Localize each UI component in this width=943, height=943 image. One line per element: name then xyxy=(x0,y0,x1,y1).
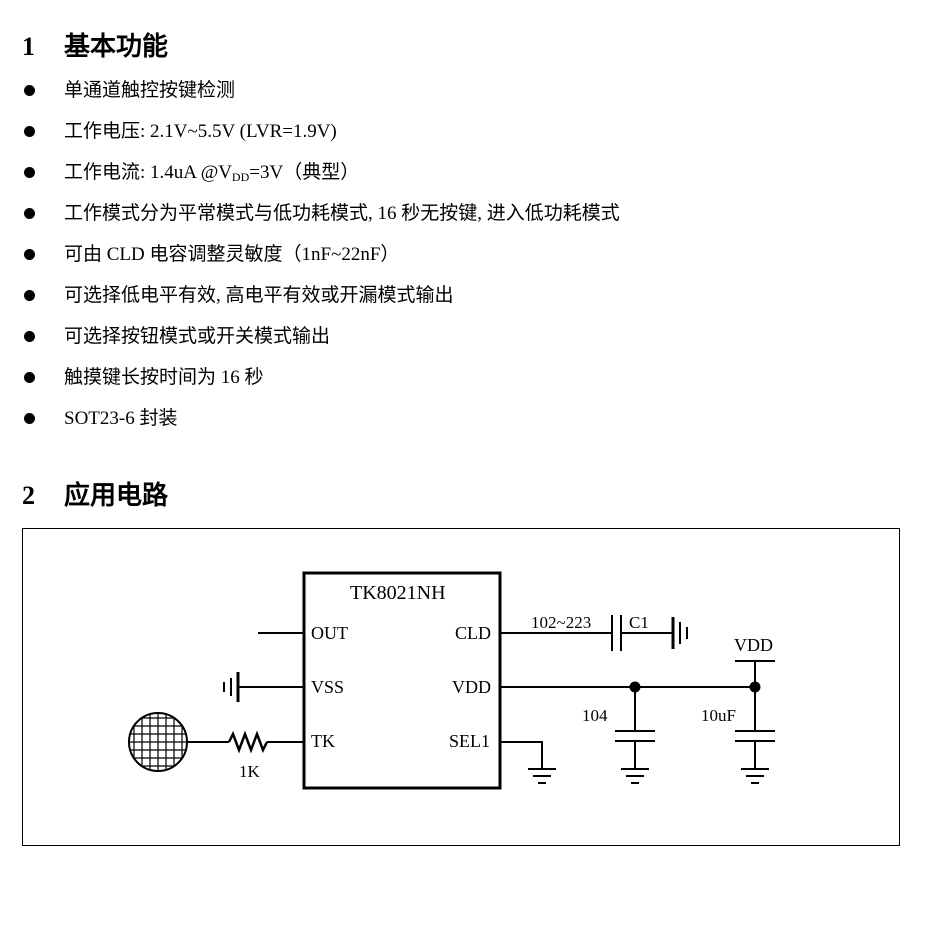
vdd-label: VDD xyxy=(734,635,773,655)
pin-sel1-label: SEL1 xyxy=(449,731,490,751)
section-1-number: 1 xyxy=(22,32,35,61)
ic-name: TK8021NH xyxy=(350,582,446,604)
cld-cap-range-label: 102~223 xyxy=(531,613,591,632)
pin-cld-label: CLD xyxy=(455,623,491,643)
bullet-icon xyxy=(24,85,35,96)
resistor-label: 1K xyxy=(239,762,261,781)
feature-item: 工作模式分为平常模式与低功耗模式, 16 秒无按键, 进入低功耗模式 xyxy=(0,199,900,229)
cap-104-ground-icon xyxy=(621,768,649,784)
feature-text: 可选择按钮模式或开关模式输出 xyxy=(64,326,331,347)
feature-item: 工作电压: 2.1V~5.5V (LVR=1.9V) xyxy=(0,117,900,147)
bullet-icon xyxy=(24,126,35,137)
section-2-number: 2 xyxy=(22,481,35,510)
cap-10uf-icon xyxy=(735,730,775,742)
cap-10uf-ground-icon xyxy=(741,768,769,784)
pin-out-label: OUT xyxy=(311,623,348,643)
feature-item: SOT23-6 封装 xyxy=(0,404,900,434)
feature-text-sub: DD xyxy=(231,170,250,184)
section-2-title: 应用电路 xyxy=(64,481,169,511)
pin-vdd-label: VDD xyxy=(452,677,491,697)
sel1-wire xyxy=(500,741,543,769)
c1-ground-icon xyxy=(671,617,688,649)
feature-item: 单通道触控按键检测 xyxy=(0,76,900,106)
cap-104-icon xyxy=(615,730,655,742)
sel1-ground-icon xyxy=(528,768,556,784)
c1-label: C1 xyxy=(629,613,649,632)
feature-text: 工作模式分为平常模式与低功耗模式, 16 秒无按键, 进入低功耗模式 xyxy=(64,203,620,224)
section-1-heading: 1 基本功能 xyxy=(22,26,168,63)
bullet-icon xyxy=(24,372,35,383)
feature-text: 可选择低电平有效, 高电平有效或开漏模式输出 xyxy=(64,285,454,306)
bullet-icon xyxy=(24,249,35,260)
application-circuit: TK8021NH OUT VSS TK CLD VDD SEL1 xyxy=(22,528,900,846)
ic-body xyxy=(302,571,502,790)
feature-text: 工作电流: 1.4uA @VDD=3V（典型） xyxy=(64,158,359,192)
section-2-heading: 2 应用电路 xyxy=(22,475,168,512)
cld-capacitor-icon xyxy=(611,615,622,651)
feature-item: 可选择低电平有效, 高电平有效或开漏模式输出 xyxy=(0,281,900,311)
pin-vss-label: VSS xyxy=(311,677,344,697)
feature-text: SOT23-6 封装 xyxy=(64,408,178,429)
feature-item: 可选择按钮模式或开关模式输出 xyxy=(0,322,900,352)
touch-pad-icon xyxy=(128,712,188,772)
pin-tk-label: TK xyxy=(311,731,335,751)
bullet-icon xyxy=(24,167,35,178)
bullet-icon xyxy=(24,331,35,342)
bullet-icon xyxy=(24,413,35,424)
feature-text: 工作电压: 2.1V~5.5V (LVR=1.9V) xyxy=(64,121,337,142)
feature-item: 工作电流: 1.4uA @VDD=3V（典型） xyxy=(0,158,900,188)
feature-item: 可由 CLD 电容调整灵敏度（1nF~22nF） xyxy=(0,240,900,270)
cap-10uf-label: 10uF xyxy=(701,706,736,725)
section-1-title: 基本功能 xyxy=(64,32,169,62)
feature-text: 可由 CLD 电容调整灵敏度（1nF~22nF） xyxy=(64,244,400,265)
feature-text: 触摸键长按时间为 16 秒 xyxy=(64,367,264,388)
vss-ground-icon xyxy=(223,672,240,702)
bullet-icon xyxy=(24,208,35,219)
cap-104-label: 104 xyxy=(582,706,608,725)
feature-text: 单通道触控按键检测 xyxy=(64,80,236,101)
feature-text-pre: 工作电流: 1.4uA @V xyxy=(64,162,232,183)
resistor-1k-icon xyxy=(227,730,269,754)
bullet-icon xyxy=(24,290,35,301)
circuit-diagram: TK8021NH OUT VSS TK CLD VDD SEL1 xyxy=(128,571,775,790)
feature-item: 触摸键长按时间为 16 秒 xyxy=(0,363,900,393)
feature-text-post: =3V（典型） xyxy=(249,162,360,183)
